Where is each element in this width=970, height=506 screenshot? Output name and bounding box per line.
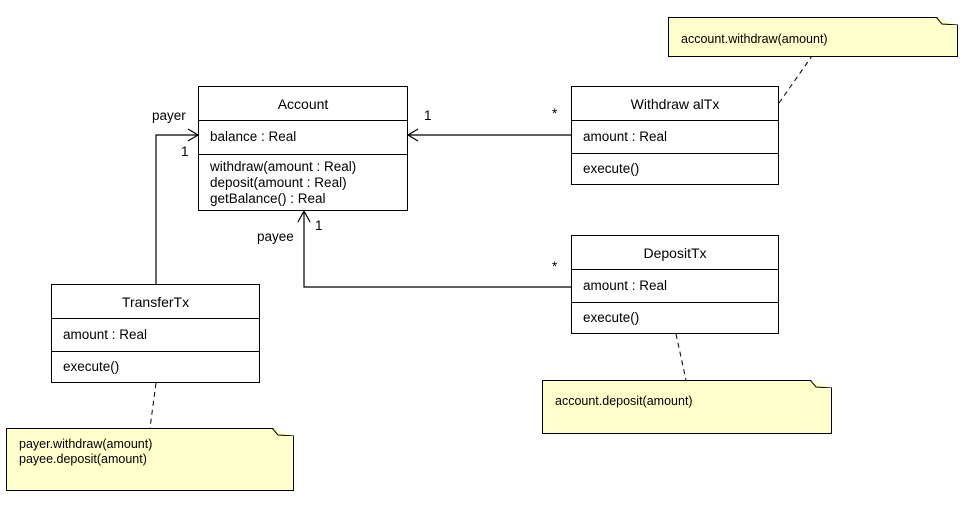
- attribute: amount : Real: [63, 327, 148, 342]
- class-deposittx-name: DepositTx: [572, 236, 778, 270]
- class-withdrawaltx-operations: execute(): [572, 154, 778, 177]
- attribute: balance : Real: [210, 129, 297, 144]
- class-account-attributes: balance : Real: [199, 121, 407, 155]
- note-line: account.deposit(amount): [555, 394, 693, 408]
- deposit-source-multiplicity-label: *: [552, 259, 558, 274]
- transfer-association-line: [155, 134, 198, 284]
- class-withdrawaltx[interactable]: Withdraw alTx amount : Real execute(): [571, 86, 779, 185]
- note-deposit[interactable]: account.deposit(amount): [542, 380, 832, 434]
- note-fold-icon: [936, 17, 958, 25]
- note-transfer[interactable]: payer.withdraw(amount) payee.deposit(amo…: [6, 428, 294, 491]
- class-transfertx-operations: execute(): [52, 352, 259, 375]
- class-withdrawaltx-name: Withdraw alTx: [572, 87, 778, 121]
- note-line: payer.withdraw(amount): [19, 437, 153, 451]
- deposit-note-anchor: [675, 333, 687, 381]
- withdraw-account-multiplicity-label: 1: [424, 108, 432, 123]
- class-account[interactable]: Account balance : Real withdraw(amount :…: [198, 86, 408, 211]
- class-account-operations: withdraw(amount : Real) deposit(amount :…: [199, 155, 407, 207]
- operation: withdraw(amount : Real): [210, 159, 357, 174]
- payee-role-label: payee: [257, 229, 294, 244]
- note-line: payee.deposit(amount): [19, 452, 147, 466]
- operation: execute(): [583, 161, 640, 176]
- class-account-name: Account: [199, 87, 407, 121]
- note-fold-icon: [810, 380, 832, 388]
- class-transfertx-name: TransferTx: [52, 285, 259, 319]
- payer-multiplicity-label: 1: [181, 144, 189, 159]
- transfer-note-anchor: [149, 382, 157, 429]
- note-withdrawal[interactable]: account.withdraw(amount): [668, 17, 958, 57]
- class-transfertx-attributes: amount : Real: [52, 319, 259, 352]
- withdrawal-note-anchor: [778, 55, 813, 104]
- attribute: amount : Real: [583, 129, 668, 144]
- class-deposittx[interactable]: DepositTx amount : Real execute(): [571, 235, 779, 334]
- withdrawal-association-arrowhead: [406, 128, 419, 142]
- operation: deposit(amount : Real): [210, 175, 347, 190]
- deposit-association-line: [303, 212, 571, 288]
- deposit-association-arrowhead: [297, 209, 311, 223]
- note-fold-icon: [272, 428, 294, 436]
- class-withdrawaltx-attributes: amount : Real: [572, 121, 778, 154]
- class-deposittx-attributes: amount : Real: [572, 270, 778, 303]
- class-deposittx-operations: execute(): [572, 303, 778, 326]
- class-transfertx[interactable]: TransferTx amount : Real execute(): [51, 284, 260, 383]
- attribute: amount : Real: [583, 278, 668, 293]
- operation: execute(): [583, 310, 640, 325]
- payee-multiplicity-label: 1: [315, 218, 323, 233]
- withdraw-source-multiplicity-label: *: [552, 106, 558, 121]
- operation: getBalance() : Real: [210, 191, 326, 206]
- note-line: account.withdraw(amount): [681, 32, 828, 46]
- payer-role-label: payer: [152, 108, 186, 123]
- operation: execute(): [63, 359, 120, 374]
